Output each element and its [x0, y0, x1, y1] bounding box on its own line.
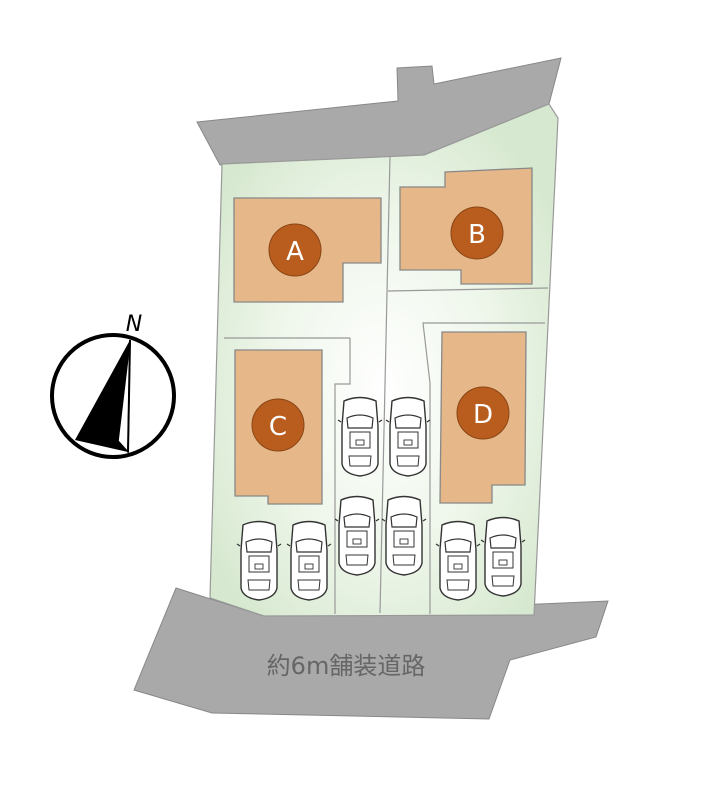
lot-badge-c: C: [251, 398, 305, 452]
lot-label-b: B: [468, 220, 486, 250]
car-7: [435, 520, 481, 601]
north-label: N: [126, 312, 142, 337]
lot-badge-a: A: [268, 223, 322, 277]
north-arrow-icon: N: [50, 312, 176, 459]
lot-badge-d: D: [456, 386, 510, 440]
lot-badge-b: B: [450, 206, 504, 260]
car-5: [236, 520, 282, 601]
lot-label-a: A: [286, 237, 304, 267]
lot-boundaries: [224, 155, 549, 614]
car-2: [385, 396, 431, 477]
lot-label-c: C: [269, 412, 287, 442]
car-1: [337, 396, 383, 477]
car-8: [480, 516, 526, 597]
car-6: [286, 520, 332, 601]
road-label: 約6m舗装道路: [267, 652, 426, 680]
lot-label-d: D: [473, 400, 493, 430]
car-3: [334, 495, 380, 576]
car-4: [381, 495, 427, 576]
